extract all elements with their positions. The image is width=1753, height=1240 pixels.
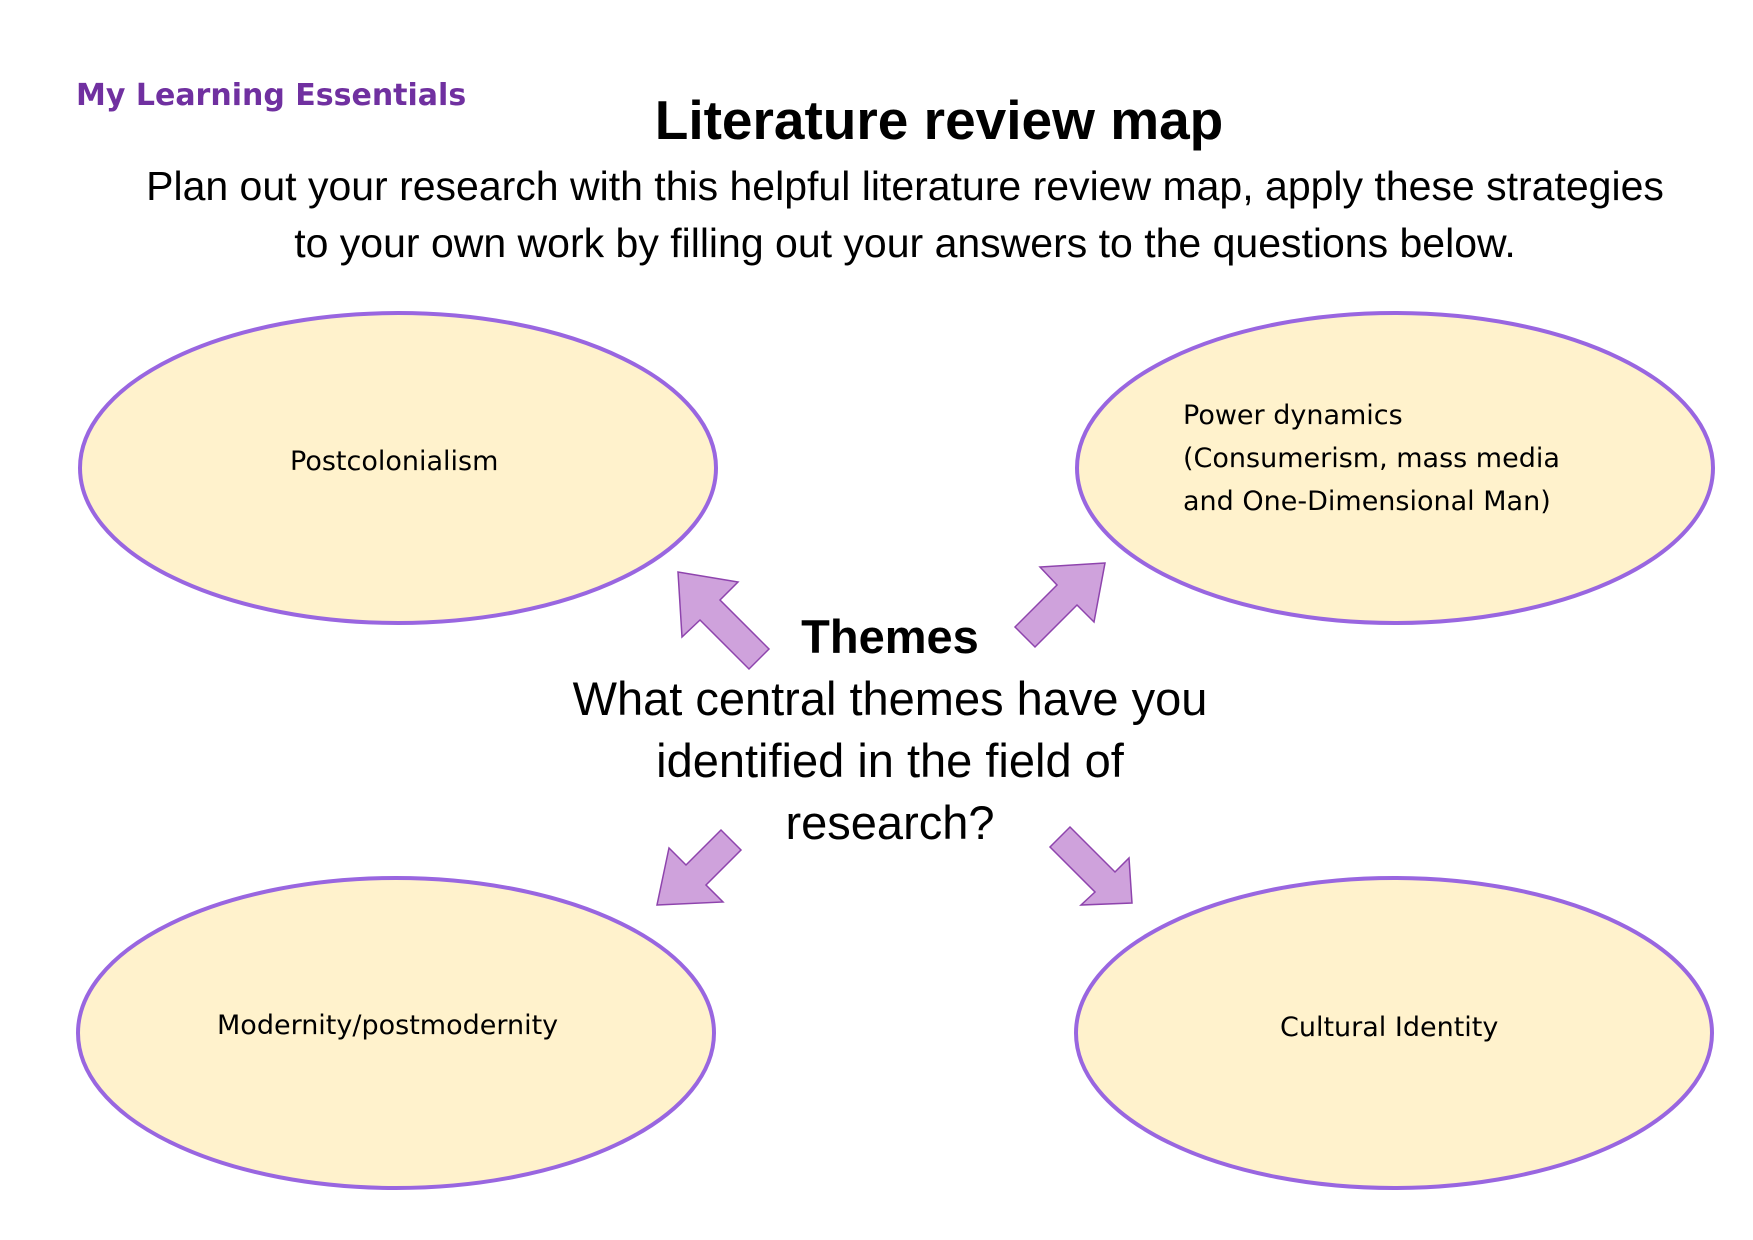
center-prompt: Themes What central themes have you iden…: [560, 606, 1220, 854]
theme-label-top-right: Power dynamics (Consumerism, mass media …: [1183, 394, 1560, 523]
center-question: What central themes have you identified …: [572, 672, 1208, 849]
theme-label-top-left: Postcolonialism: [290, 446, 499, 477]
arrow-down-right-icon: [1048, 825, 1133, 906]
theme-label-top-right-line1: Power dynamics: [1183, 400, 1403, 431]
page-subtitle: Plan out your research with this helpful…: [146, 163, 1664, 266]
theme-ellipse-top-right: [1075, 311, 1715, 625]
center-heading: Themes: [801, 610, 979, 663]
page-title: Literature review map: [654, 89, 1224, 151]
brand-label: My Learning Essentials: [76, 78, 467, 113]
theme-label-bottom-right: Cultural Identity: [1280, 1012, 1499, 1043]
theme-label-bottom-left: Modernity/postmodernity: [217, 1010, 559, 1041]
theme-ellipse-top-left: [78, 311, 718, 625]
arrow-down-left-icon: [656, 828, 743, 906]
theme-ellipse-bottom-left: [76, 876, 716, 1190]
theme-label-top-right-line2: (Consumerism, mass media: [1183, 443, 1560, 474]
arrow-up-left-icon: [677, 571, 771, 671]
theme-label-top-right-line3: and One-Dimensional Man): [1183, 486, 1551, 517]
arrow-up-right-icon: [1013, 562, 1106, 649]
theme-ellipse-bottom-right: [1074, 876, 1714, 1190]
